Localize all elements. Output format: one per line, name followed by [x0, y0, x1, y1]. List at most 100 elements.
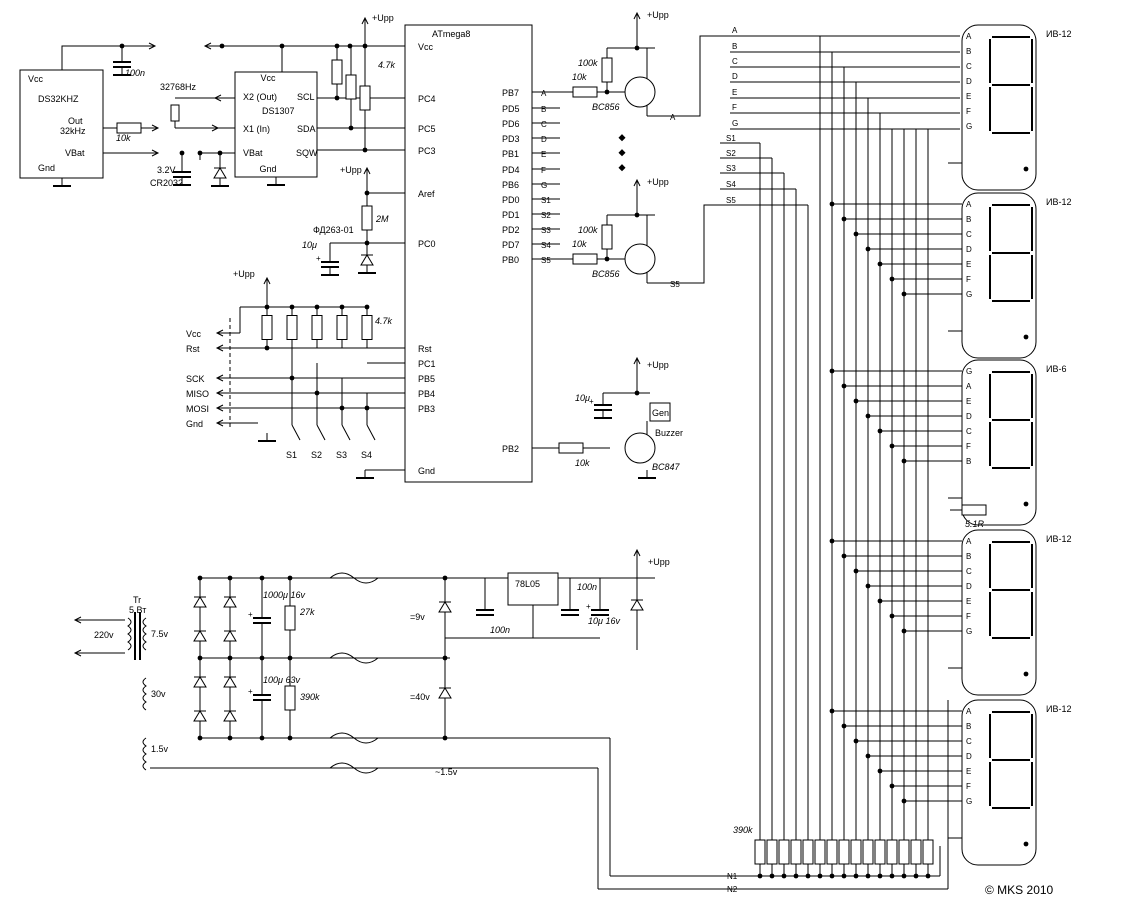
vfd-pin-label: G [966, 290, 972, 299]
mcu-left-pin: PC3 [418, 146, 436, 156]
vfd-pin-label: C [966, 427, 972, 436]
mcu-net-label: S4 [541, 241, 551, 250]
n1-label: N1 [727, 872, 738, 881]
osc-vbat-wire-head [151, 149, 160, 157]
junction-dot [334, 43, 340, 49]
pull-res [898, 839, 910, 865]
junction-dot [889, 873, 895, 879]
junction-dot [877, 873, 883, 879]
vfd-pin-label: F [966, 782, 971, 791]
isp-pullup [286, 315, 298, 340]
isp-pullup-label: 4.7k [375, 316, 393, 326]
vfd-dot [1023, 166, 1029, 172]
junction-dot [442, 735, 448, 741]
segment-bus-label: E [732, 88, 737, 97]
vfd-tube [961, 529, 1037, 696]
vfd-tube [961, 699, 1037, 866]
junction-dot [889, 276, 895, 282]
ds1307-sda-pin: SDA [297, 124, 316, 134]
vfd-dot [1023, 501, 1029, 507]
scan-bus-label: S1 [726, 134, 736, 143]
vfd-pin-label: A [966, 537, 972, 546]
vfd-pin-label: A [966, 382, 972, 391]
vfd-pin-label: F [966, 107, 971, 116]
atmega8-name: ATmega8 [432, 29, 470, 39]
vfd-pin-label: F [966, 275, 971, 284]
scan-bus-label: S2 [726, 149, 736, 158]
isp-pin-label: MISO [186, 389, 209, 399]
res-2m-label: 2M [375, 214, 389, 224]
res-5.1r [961, 504, 987, 516]
cap-100u-plus: + [248, 687, 253, 696]
q-anode-a-res100k-label: 100k [578, 58, 598, 68]
wires [53, 11, 1036, 890]
vfd-pin-label: C [966, 737, 972, 746]
pull-res [814, 839, 826, 865]
junction-dot [347, 43, 353, 49]
vfd-pin-label: A [966, 707, 972, 716]
pull-res [838, 839, 850, 865]
vfd-pin-label: G [966, 797, 972, 806]
segment-bus-label: G [732, 119, 738, 128]
q-anode-a-res10k [572, 86, 598, 98]
junction-dot [287, 655, 293, 661]
v15-label: ~1.5v [435, 767, 458, 777]
vfd-pin-label: C [966, 62, 972, 71]
net-a-to-bus [690, 35, 960, 117]
ds1307-sqw-pin: SQW [296, 148, 318, 158]
ellipsis-dot [618, 149, 626, 157]
mcu-net-label: S2 [541, 211, 551, 220]
junction-dot [853, 231, 859, 237]
mcu-right-pin: PB1 [502, 149, 519, 159]
junction-dot [925, 873, 931, 879]
isp-pin-arrow-head [215, 389, 224, 397]
cap-c3-label: 100n [490, 625, 510, 635]
junction-dot [604, 89, 610, 95]
junction-dot [877, 598, 883, 604]
junction-dot [901, 458, 907, 464]
vfd-pin-label: C [966, 230, 972, 239]
vfd-pin-label: B [966, 215, 971, 224]
mcu-left-pin: Aref [418, 189, 435, 199]
cap-10u-plus: + [316, 254, 321, 263]
tr-sec-3 [142, 737, 147, 771]
junction-dot [853, 738, 859, 744]
junction-dot [442, 655, 448, 661]
ds32khz-vbat-pin: VBat [65, 148, 85, 158]
buzz-upp-arrow [633, 356, 641, 365]
q-anode-a-type: BC856 [592, 102, 620, 112]
vfd-pin-label: D [966, 582, 972, 591]
ds1307-x2-pin: X2 (Out) [243, 92, 277, 102]
mcu-left-pin: PB3 [418, 404, 435, 414]
ds1307-gnd-pin: Gnd [259, 164, 276, 174]
mcu-right-pin: PD3 [502, 134, 520, 144]
vcc-rail-arrow-head [203, 42, 212, 50]
vfd-pin-label: E [966, 260, 971, 269]
regulator-label: 78L05 [515, 579, 540, 589]
buzzer-gen: Gen [652, 408, 669, 418]
vfd-tube-name: ИВ-12 [1046, 534, 1071, 544]
q-anode-a-upp-label: +Upp [647, 10, 669, 20]
switch-label: S2 [311, 450, 322, 460]
q-anode-a [624, 76, 656, 108]
ds1307-vcc-pin: Vcc [260, 73, 276, 83]
junction-dot [829, 368, 835, 374]
mcu-net-label: E [541, 150, 546, 159]
junction-dot [901, 873, 907, 879]
vfd-tube-name: ИВ-12 [1046, 704, 1071, 714]
battery-voltage: 3.2V [157, 165, 176, 175]
q-anode-a-res10k-label: 10k [572, 72, 587, 82]
buzzer-label: Buzzer [655, 428, 683, 438]
q-grid-s5-out-label: S5 [670, 280, 680, 289]
cap-100u-label: 100μ 63v [263, 675, 300, 685]
q-anode-a-out-label: A [670, 113, 676, 122]
vfd-dot [1023, 841, 1029, 847]
res-5.1r-label: 5.1R [965, 519, 985, 529]
q-buzzer [624, 432, 656, 464]
mcu-left-pin: Rst [418, 344, 432, 354]
q-grid-s5-res10k-label: 10k [572, 239, 587, 249]
isp-pullup [261, 315, 273, 340]
vfd-pin-label: G [966, 627, 972, 636]
junction-dot [634, 212, 640, 218]
tr-primary [127, 617, 132, 651]
